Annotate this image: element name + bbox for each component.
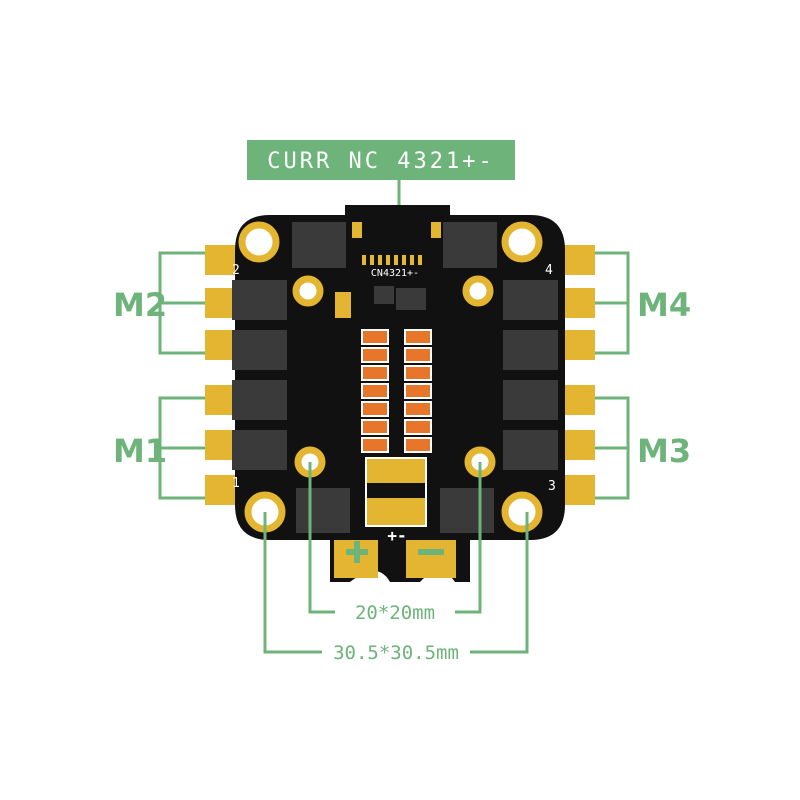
power-silk: +- <box>387 526 406 545</box>
mosfets <box>232 222 558 533</box>
dimension-inner: 20*20mm <box>355 602 435 624</box>
dimension-lines <box>263 462 529 654</box>
connector-label-box <box>247 140 515 180</box>
esc-board: CN4321+- +- 2 4 1 3 <box>232 205 565 582</box>
battery-negative-pad <box>406 540 456 578</box>
current-shunts <box>361 329 432 453</box>
connector-silk: CN4321+- <box>371 268 419 279</box>
motor-label-m3: M3 <box>637 432 691 470</box>
motor-label-m1: M1 <box>113 432 167 470</box>
dimension-outer: 30.5*30.5mm <box>333 642 459 664</box>
motor-label-m4: M4 <box>637 286 691 324</box>
motor-label-m2: M2 <box>113 286 167 324</box>
corner-number-2: 2 <box>232 263 240 278</box>
corner-number-3: 3 <box>548 479 556 494</box>
corner-number-4: 4 <box>545 263 553 278</box>
corner-number-1: 1 <box>232 476 240 491</box>
motor-brackets <box>158 251 630 500</box>
connector-label: CURR NC 4321+- <box>267 149 494 174</box>
